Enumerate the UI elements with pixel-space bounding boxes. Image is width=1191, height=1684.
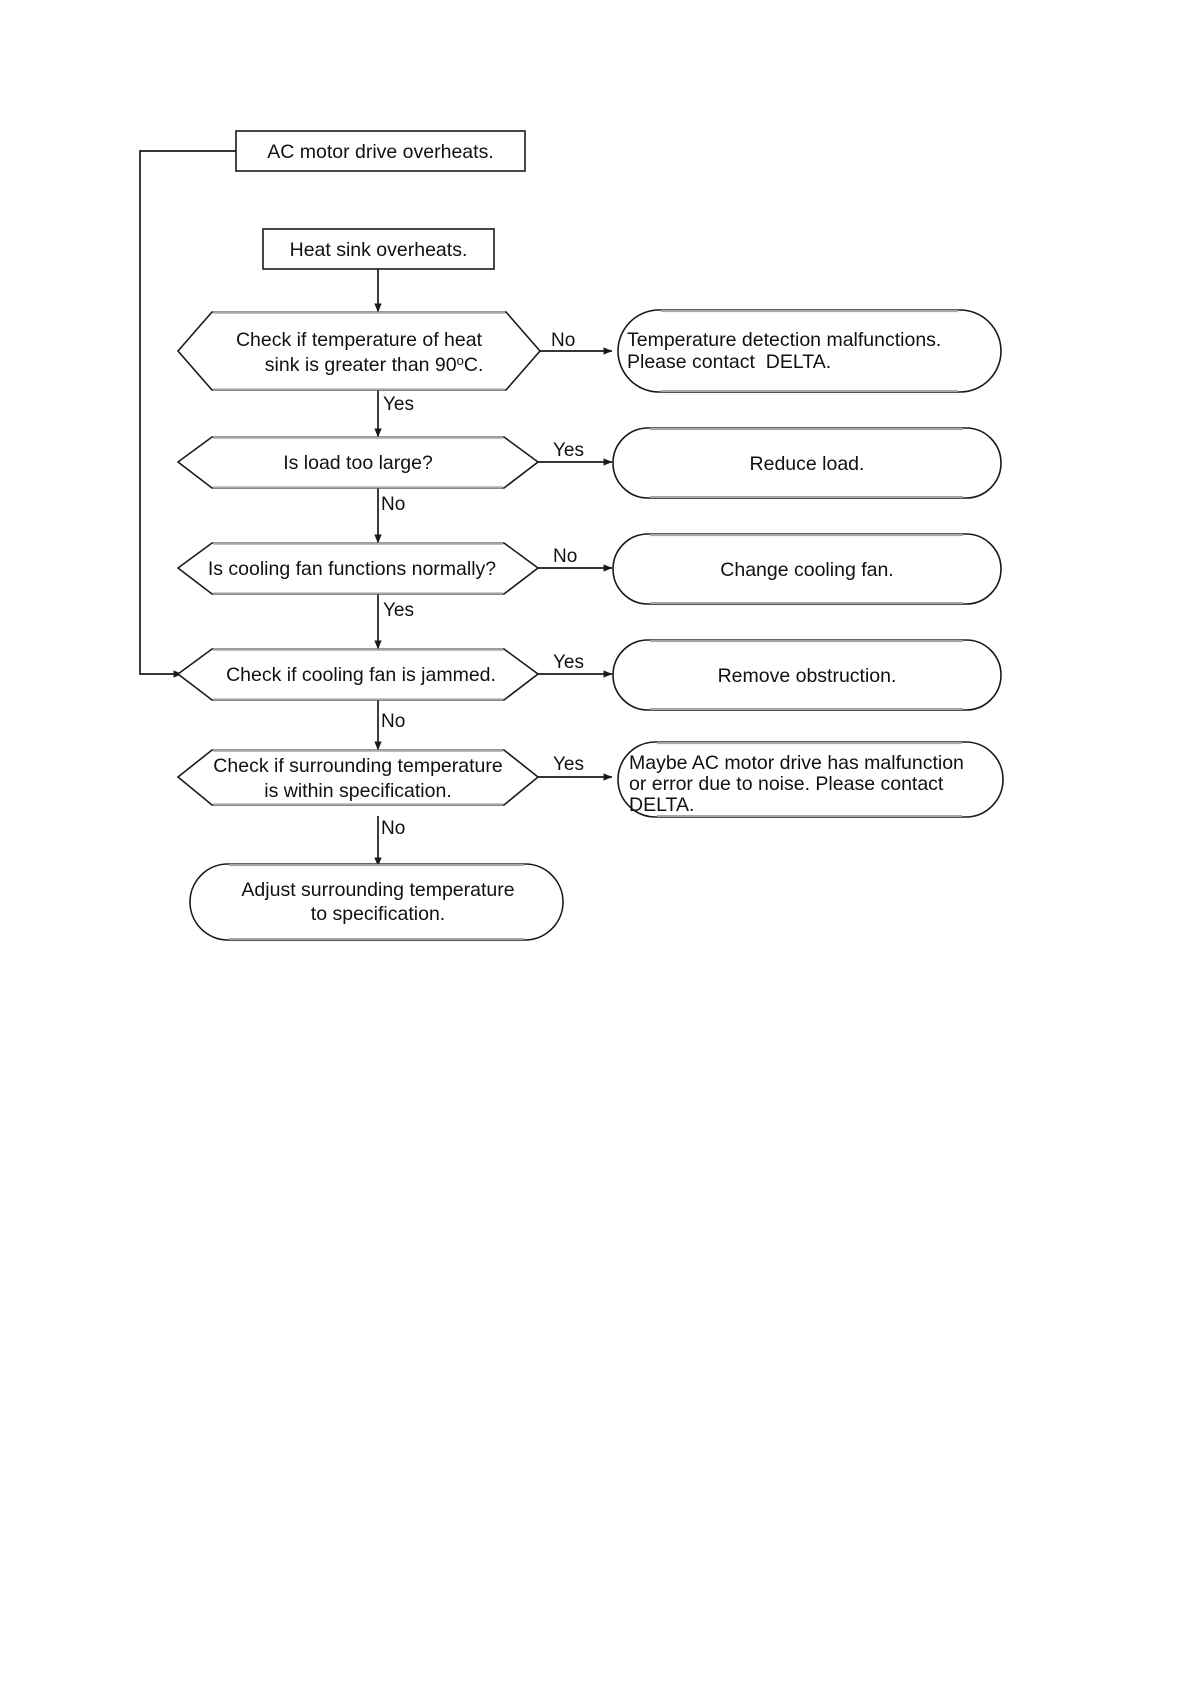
node-result-temp-detection-line1: Temperature detection malfunctions. xyxy=(627,329,941,351)
d1-line2-text: sink is greater than 90 xyxy=(265,354,457,376)
edge-label-d4-no: No xyxy=(381,711,405,732)
node-result-change-fan-label: Change cooling fan. xyxy=(720,559,893,581)
edge-label-d2-yes: Yes xyxy=(553,440,584,461)
node-decision-load[interactable]: Is load too large? xyxy=(176,436,540,489)
edge-label-d3-no: No xyxy=(553,546,577,567)
node-result-drive-malfunction[interactable]: Maybe AC motor drive has malfunction or … xyxy=(617,741,1004,818)
node-result-temp-detection[interactable]: Temperature detection malfunctions. Plea… xyxy=(617,309,1002,393)
node-decision-ambient-temp[interactable]: Check if surrounding temperature is with… xyxy=(176,749,540,806)
node-decision-heatsink-temp[interactable]: Check if temperature of heat sink is gre… xyxy=(176,311,542,391)
node-result-remove-obstruction-label: Remove obstruction. xyxy=(718,665,897,687)
edge-label-d2-no: No xyxy=(381,494,405,515)
node-result-drive-malfunction-line3: DELTA. xyxy=(629,794,694,816)
node-start-label: AC motor drive overheats. xyxy=(267,141,494,163)
degree-symbol: o xyxy=(457,353,464,368)
node-end-adjust-temp-line2: to specification. xyxy=(311,903,445,925)
node-result-drive-malfunction-line1: Maybe AC motor drive has malfunction xyxy=(629,752,964,774)
node-heat-sink-label: Heat sink overheats. xyxy=(290,239,468,261)
node-heat-sink[interactable]: Heat sink overheats. xyxy=(262,228,495,270)
edge-label-d5-yes: Yes xyxy=(553,754,584,775)
node-result-drive-malfunction-line2: or error due to noise. Please contact xyxy=(629,773,944,795)
node-decision-ambient-temp-line1: Check if surrounding temperature xyxy=(213,755,502,777)
node-end-adjust-temp-line1: Adjust surrounding temperature xyxy=(241,879,514,901)
node-result-reduce-load[interactable]: Reduce load. xyxy=(612,427,1002,499)
node-decision-fan-normal-label: Is cooling fan functions normally? xyxy=(208,558,496,580)
node-result-reduce-load-label: Reduce load. xyxy=(750,453,865,475)
node-decision-fan-normal[interactable]: Is cooling fan functions normally? xyxy=(176,542,540,595)
node-decision-ambient-temp-line2: is within specification. xyxy=(264,780,452,802)
node-decision-heatsink-temp-line1: Check if temperature of heat xyxy=(236,329,483,351)
edge-label-d3-yes: Yes xyxy=(383,600,414,621)
node-decision-load-label: Is load too large? xyxy=(283,452,433,474)
edge-label-d1-yes: Yes xyxy=(383,394,414,415)
edge-label-d5-no: No xyxy=(381,818,405,839)
node-start[interactable]: AC motor drive overheats. xyxy=(235,130,526,172)
edge-label-d1-no: No xyxy=(551,330,575,351)
node-result-temp-detection-line2: Please contact DELTA. xyxy=(627,351,831,373)
node-result-remove-obstruction[interactable]: Remove obstruction. xyxy=(612,639,1002,711)
d1-line2-tail: C. xyxy=(464,354,484,376)
edge-label-d4-yes: Yes xyxy=(553,652,584,673)
connector-feedback-loop xyxy=(139,150,236,678)
node-decision-fan-jammed[interactable]: Check if cooling fan is jammed. xyxy=(176,648,540,701)
node-decision-fan-jammed-label: Check if cooling fan is jammed. xyxy=(226,664,496,686)
node-end-adjust-temp[interactable]: Adjust surrounding temperature to specif… xyxy=(189,863,564,941)
node-decision-heatsink-temp-line2: sink is greater than 90oC. xyxy=(216,353,521,376)
node-result-change-fan[interactable]: Change cooling fan. xyxy=(612,533,1002,605)
